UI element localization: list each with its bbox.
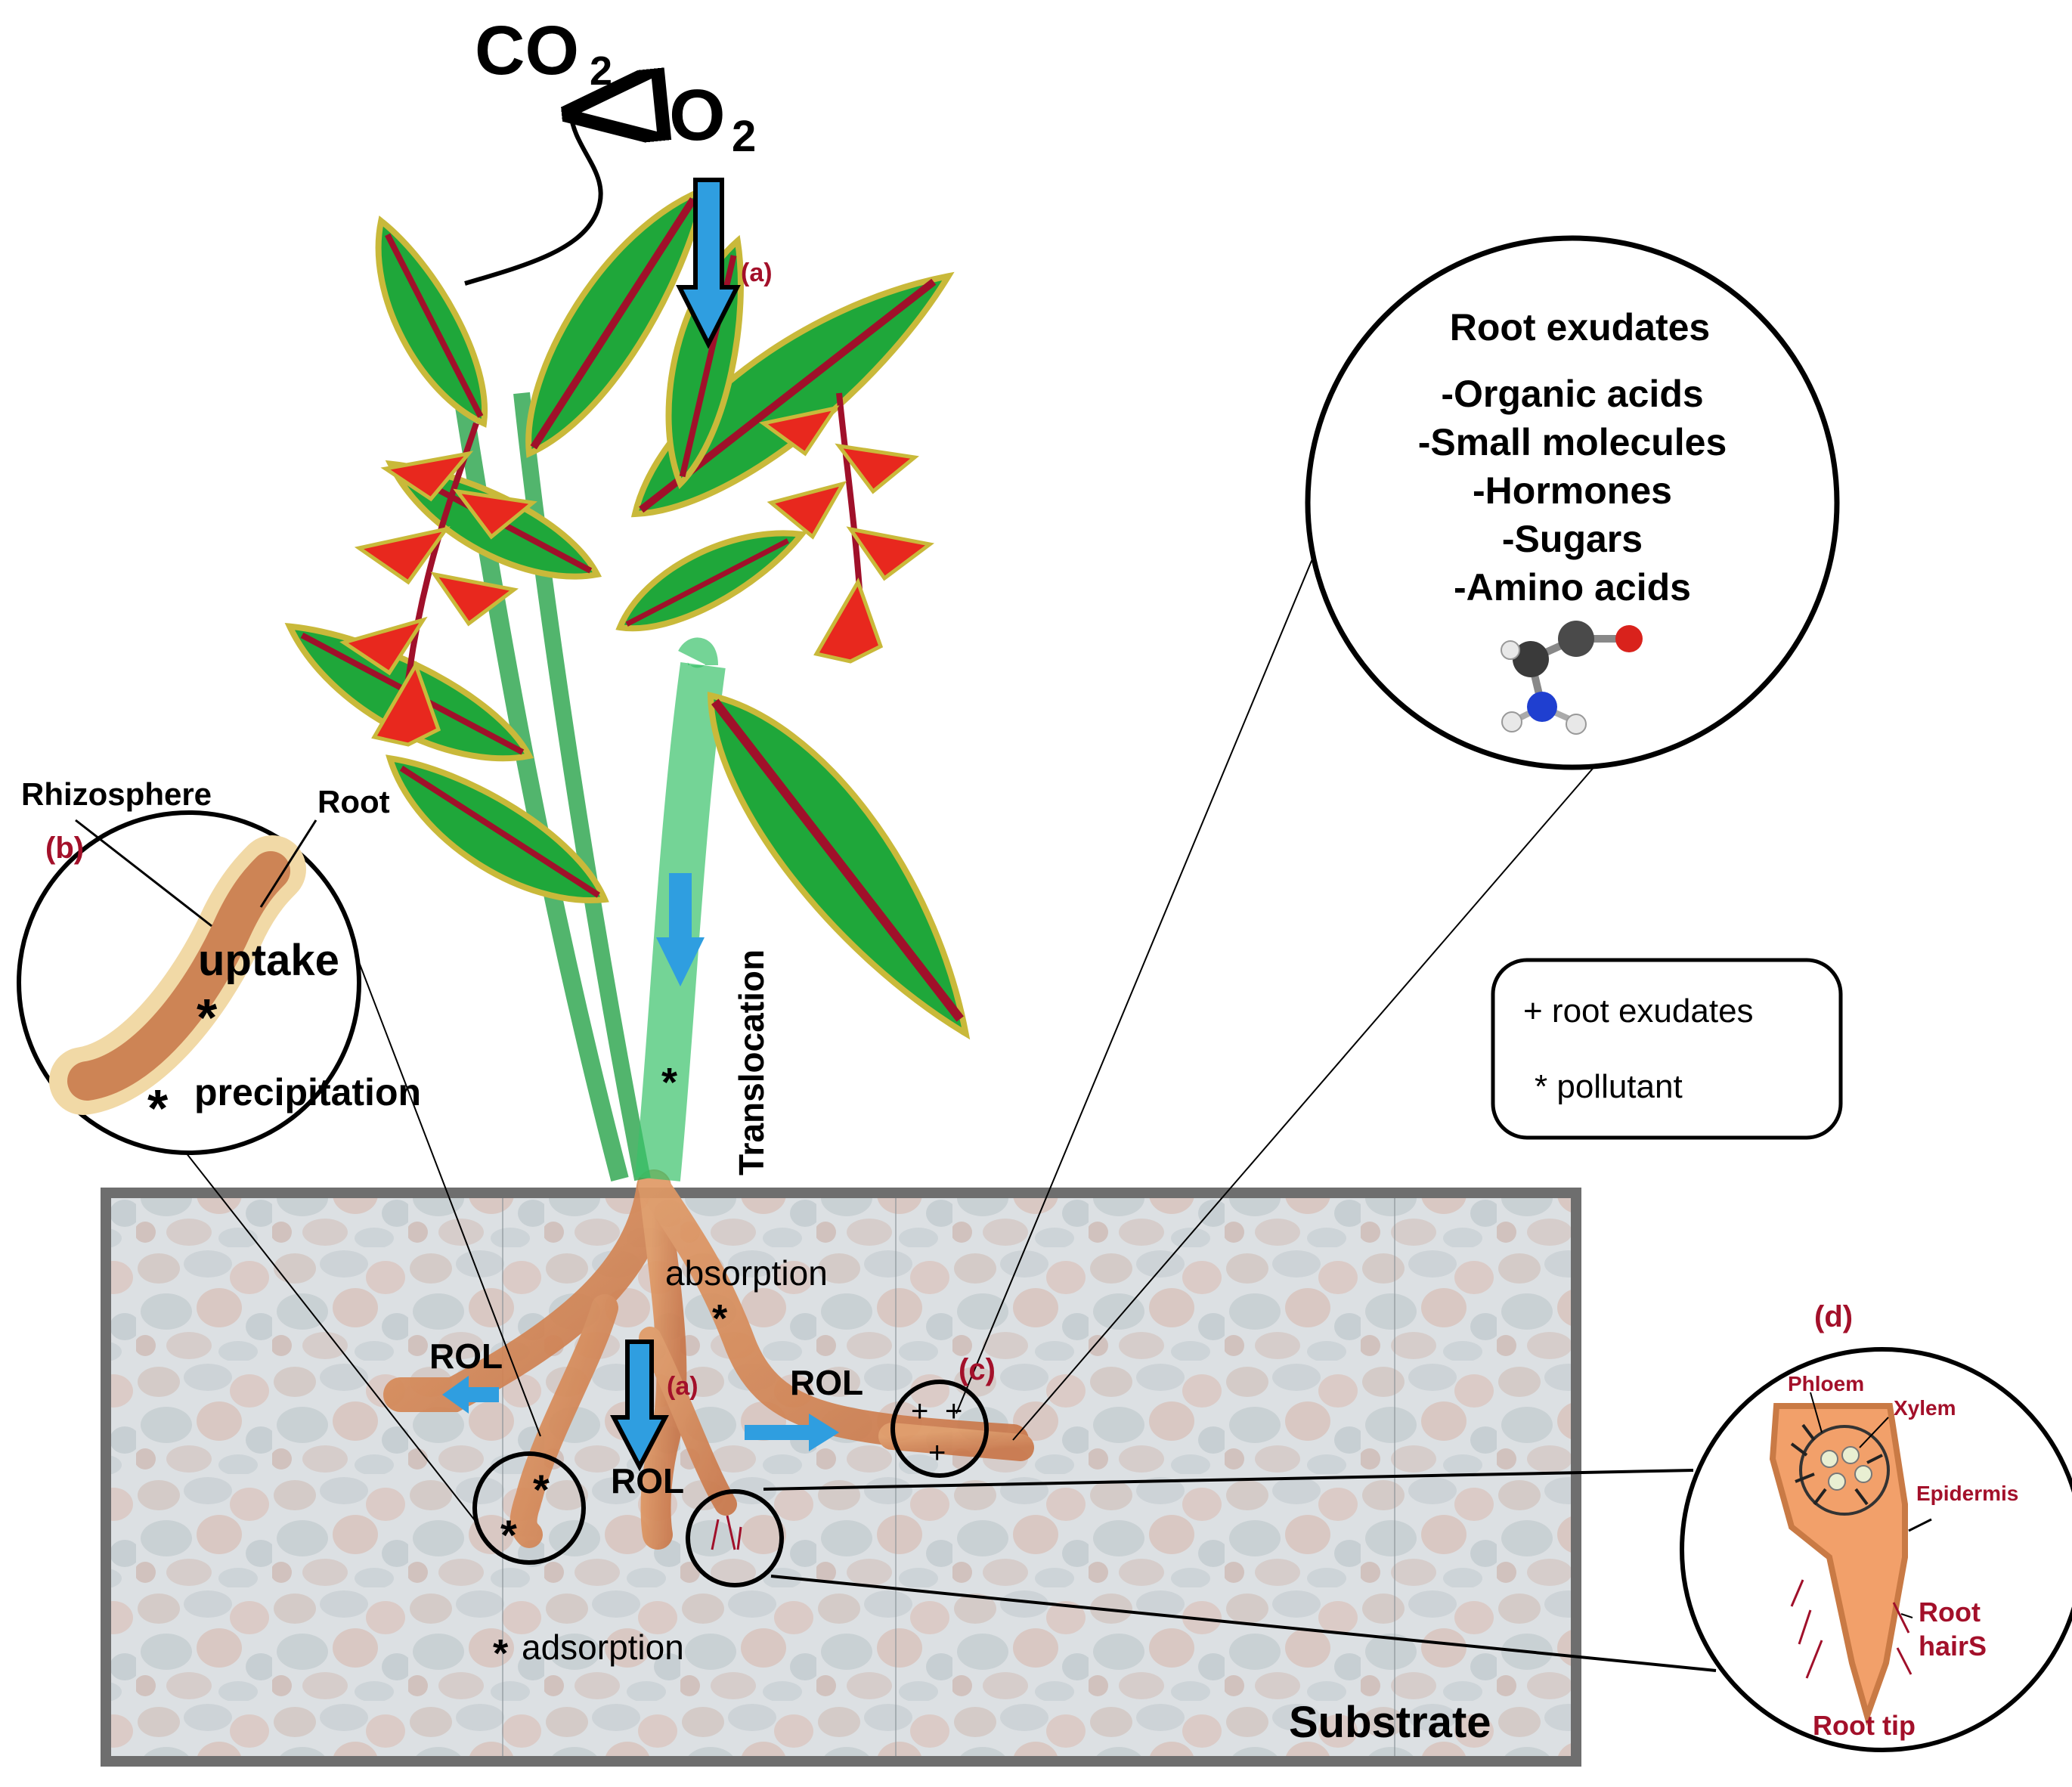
- translocation: Translocation *: [656, 873, 771, 1175]
- o2-subscript: 2: [732, 112, 756, 161]
- inset-b: Rhizosphere Root (b) uptake * * precipit…: [17, 776, 541, 1528]
- rol-left-label: ROL: [429, 1336, 503, 1376]
- leaf: [386, 754, 609, 903]
- legend-exudates: + root exudates: [1523, 993, 1754, 1030]
- co2-release: CO 2: [464, 12, 612, 286]
- plus-mark: +: [911, 1395, 928, 1428]
- rol-center-label: ROL: [611, 1461, 684, 1501]
- marker-d: (d): [1814, 1300, 1853, 1333]
- adsorption-star: *: [493, 1632, 509, 1676]
- substrate-label: Substrate: [1289, 1698, 1491, 1747]
- pollutant-star-soil: *: [500, 1511, 517, 1559]
- plant-leaves: [284, 184, 971, 1040]
- xylem-label: Xylem: [1894, 1396, 1956, 1420]
- marker-a-top: (a): [741, 259, 773, 287]
- root-exudates-bubble: Root exudates -Organic acids -Small mole…: [955, 235, 1840, 1441]
- translocation-arrow: [656, 873, 705, 986]
- vascular-tissue: [1790, 1423, 1890, 1516]
- epidermis-label: Epidermis: [1916, 1482, 2018, 1505]
- legend-pollutant: * pollutant: [1535, 1068, 1683, 1105]
- absorption-star: *: [712, 1297, 728, 1341]
- rol-left-arrow: [442, 1376, 499, 1414]
- precipitation-label: precipitation: [194, 1071, 421, 1113]
- exudate-item: -Sugars: [1502, 518, 1643, 560]
- root-hairs-label: Root: [1919, 1597, 1981, 1628]
- inset-d-source-circle: [686, 1489, 784, 1587]
- leaf: [375, 215, 488, 428]
- o2-label: O: [669, 75, 726, 156]
- pollutant-star-stem: *: [661, 1060, 677, 1105]
- marker-b: (b): [45, 832, 84, 865]
- plus-mark: +: [928, 1436, 946, 1470]
- pollutant-star-soil: *: [533, 1466, 550, 1513]
- precipitation-star: *: [147, 1079, 169, 1138]
- exudate-item: -Organic acids: [1441, 373, 1703, 415]
- substrate-annotations: absorption * ROL (a) ROL ROL (c) + + + *…: [429, 1253, 1717, 1747]
- exudate-item: -Amino acids: [1454, 566, 1691, 609]
- co2-label: CO: [475, 12, 579, 89]
- translocation-label: Translocation: [732, 949, 771, 1175]
- plus-mark: +: [945, 1395, 962, 1428]
- marker-c: (c): [959, 1353, 996, 1386]
- o2-arrow: [676, 178, 741, 349]
- co2-subscript: 2: [590, 48, 612, 94]
- legend-box: + root exudates * pollutant: [1491, 958, 1843, 1140]
- amino-acid-molecule-icon: [1501, 621, 1643, 735]
- exudates-title: Root exudates: [1450, 306, 1711, 348]
- phloem-label: Phloem: [1788, 1372, 1864, 1395]
- rol-right-label: ROL: [790, 1363, 863, 1402]
- inset-d: (d) Phloem Xylem Epidermis Root hairS Ro…: [1680, 1300, 2072, 1752]
- leaf: [707, 691, 971, 1040]
- rhizosphere-label: Rhizosphere: [21, 776, 212, 812]
- uptake-label: uptake: [198, 936, 339, 985]
- exudate-item: -Small molecules: [1418, 421, 1727, 463]
- root-tip-label: Root tip: [1813, 1710, 1916, 1741]
- o2-uptake: O 2 (a): [669, 75, 773, 349]
- rol-right-arrow: [745, 1414, 839, 1451]
- root-label: Root: [317, 784, 390, 819]
- exudate-item: -Hormones: [1473, 469, 1672, 512]
- marker-a-soil: (a): [667, 1372, 698, 1401]
- absorption-label: absorption: [665, 1253, 828, 1293]
- adsorption-label: adsorption: [522, 1628, 684, 1667]
- uptake-star: *: [197, 988, 218, 1047]
- inset-b-source-circle: [472, 1451, 586, 1565]
- rol-center-arrow: [610, 1339, 669, 1472]
- flower-spike-right: [758, 392, 935, 664]
- inset-c-circle: [890, 1380, 989, 1478]
- leaf: [615, 530, 808, 632]
- flower-spike-left: [339, 422, 537, 747]
- root-hairs-label: hairS: [1919, 1631, 1987, 1662]
